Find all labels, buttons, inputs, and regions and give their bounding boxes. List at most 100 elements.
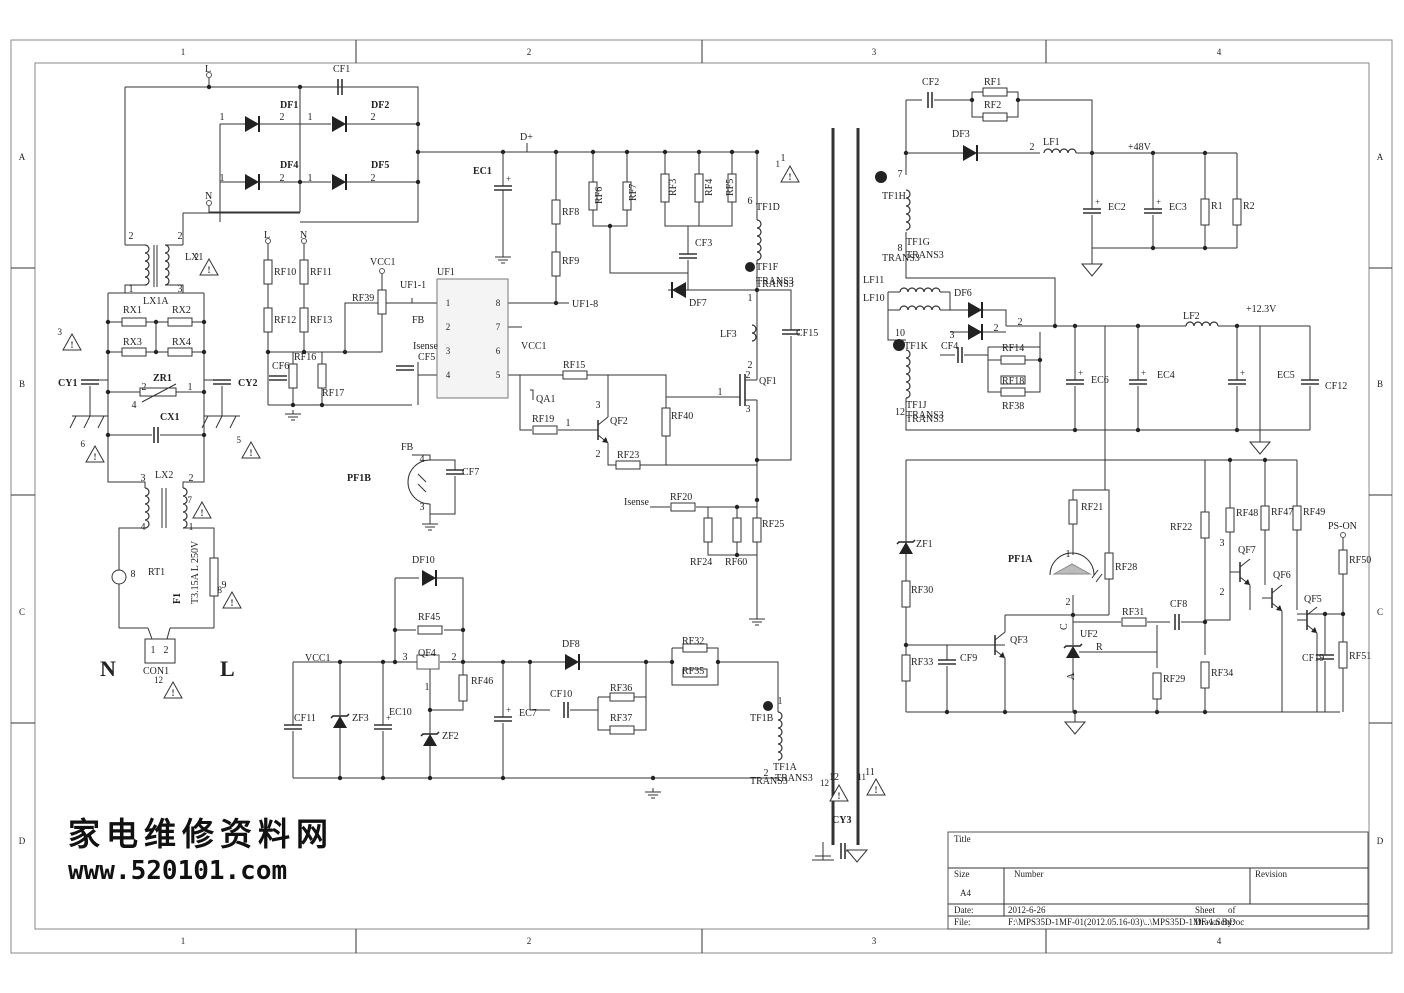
label-lf11: LF11 xyxy=(863,275,884,286)
junction-dot xyxy=(392,627,398,633)
resistor xyxy=(609,725,635,735)
wire xyxy=(229,415,237,429)
pin-number: 2 xyxy=(280,173,285,184)
junction-dot xyxy=(553,149,559,155)
junction-dot xyxy=(415,179,421,185)
warning-number: 7 xyxy=(188,495,193,505)
wire xyxy=(1005,595,1074,616)
label-rf12: RF12 xyxy=(274,315,296,326)
junction-dot xyxy=(201,389,207,395)
wire xyxy=(118,527,145,628)
warning-number: 12 xyxy=(154,675,163,685)
label-cf5: CF5 xyxy=(418,352,435,363)
transistor-qf7 xyxy=(1244,579,1250,585)
pin-number: 3 xyxy=(1220,538,1225,549)
row-letter: C xyxy=(19,607,25,617)
label-rf31: RF31 xyxy=(1122,607,1144,618)
wire xyxy=(609,226,665,274)
wire xyxy=(417,473,427,483)
junction-dot xyxy=(662,149,668,155)
junction-dot xyxy=(297,179,303,185)
junction-dot xyxy=(1037,357,1043,363)
diode xyxy=(245,116,259,132)
wire xyxy=(430,476,456,515)
resistor xyxy=(694,173,704,203)
watermark-chinese: 家电维修资料网 xyxy=(68,815,335,853)
resistor xyxy=(609,692,635,702)
label-trans3: TRANS3 xyxy=(906,414,944,425)
junction-dot xyxy=(1322,611,1328,617)
resistor xyxy=(167,317,193,327)
transistor-qf4 xyxy=(416,654,440,670)
label-tf1k: TF1K xyxy=(904,341,929,352)
terminal xyxy=(206,72,212,78)
label-rf6: RF6 xyxy=(594,187,605,204)
wire xyxy=(125,86,419,223)
transistor-qf2 xyxy=(602,437,608,443)
label-pf1b: PF1B xyxy=(347,473,371,484)
column-number: 3 xyxy=(872,936,877,946)
warning-icon xyxy=(866,777,886,796)
wire xyxy=(529,662,550,711)
resistor xyxy=(1200,198,1210,226)
label-tf1g: TF1G xyxy=(906,237,930,248)
label-rf9: RF9 xyxy=(562,256,579,267)
pin-number: 2 xyxy=(129,231,134,242)
label-df3: DF3 xyxy=(952,129,970,140)
label-rf46: RF46 xyxy=(471,676,493,687)
polarity-mark: + xyxy=(386,713,391,723)
label-uf2: UF2 xyxy=(1080,629,1098,640)
label-plus48v: +48V xyxy=(1128,142,1152,153)
wire xyxy=(1091,569,1099,579)
label-rf5: RF5 xyxy=(725,179,736,196)
size-value: A4 xyxy=(960,888,971,898)
inductor xyxy=(751,324,757,342)
zener xyxy=(1066,646,1080,658)
label-n: N xyxy=(205,191,212,202)
zener xyxy=(333,716,347,728)
label-rf11: RF11 xyxy=(310,267,332,278)
file-path: F:\MPS35D-1MF-01(2012.05.16-03)\..\MPS35… xyxy=(1008,917,1244,927)
label-vcc1: VCC1 xyxy=(305,653,331,664)
row-letter: C xyxy=(1377,607,1383,617)
label-rt1: RT1 xyxy=(148,567,165,578)
pin-number: 1 xyxy=(1066,549,1071,560)
label-big_n: N xyxy=(100,656,116,681)
pin-number: 2 xyxy=(1030,142,1035,153)
label-plus12v: +12.3V xyxy=(1246,304,1277,315)
resistor xyxy=(551,251,561,277)
junction-dot xyxy=(460,627,466,633)
label-df4: DF4 xyxy=(280,160,298,171)
pin-number: 1 xyxy=(308,112,313,123)
resistor xyxy=(317,363,327,389)
column-number: 3 xyxy=(872,47,877,57)
junction-dot xyxy=(734,504,740,510)
warning-icon: ! xyxy=(201,508,204,518)
pin-number: 4 xyxy=(132,400,137,411)
inductor xyxy=(777,711,783,761)
label-rx3: RX3 xyxy=(123,337,142,348)
junction-dot xyxy=(696,149,702,155)
junction-dot xyxy=(527,659,533,665)
label-rx1: RX1 xyxy=(123,305,142,316)
wire xyxy=(1072,326,1106,500)
pin-number: 2 xyxy=(164,645,169,656)
inductor xyxy=(144,487,150,529)
label-isense: Isense xyxy=(413,341,439,352)
sheet-label: Sheet xyxy=(1195,905,1215,915)
wire xyxy=(905,398,1310,431)
terminal xyxy=(206,200,212,206)
junction-dot xyxy=(1150,245,1156,251)
warning-number: 6 xyxy=(81,439,86,449)
label-rx4: RX4 xyxy=(172,337,191,348)
resistor xyxy=(263,259,273,285)
label-pin_a: A xyxy=(1066,672,1077,680)
label-n: N xyxy=(300,230,307,241)
junction-dot xyxy=(201,349,207,355)
pin-number: 2 xyxy=(371,112,376,123)
pin-number: 1 xyxy=(151,645,156,656)
label-uf1: UF1 xyxy=(437,267,455,278)
label-rf37: RF37 xyxy=(610,713,632,724)
wire xyxy=(530,389,534,400)
